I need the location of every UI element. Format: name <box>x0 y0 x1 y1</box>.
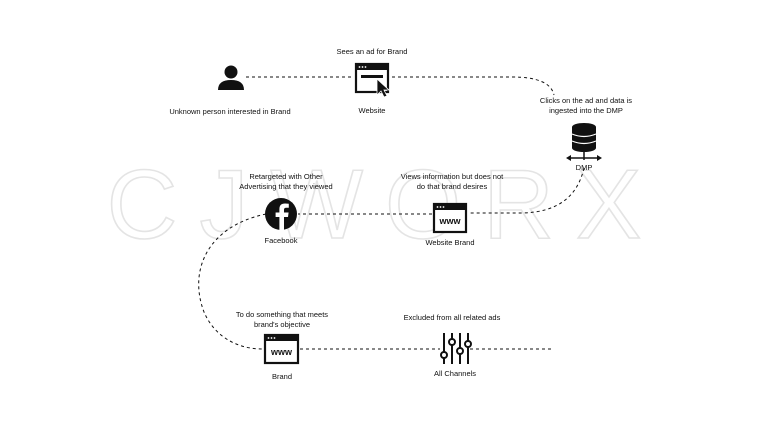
channels-caption: Excluded from all related ads <box>403 313 501 322</box>
www-text: www <box>438 216 461 226</box>
brand-caption: To do something that meets brand's objec… <box>235 310 329 329</box>
watermark-text: CJWORX <box>107 160 664 250</box>
browser-cursor-icon <box>354 62 391 98</box>
watermark: CJWORX <box>106 160 664 250</box>
website-brand-caption: Views information but does not do that b… <box>400 172 504 191</box>
sliders-icon <box>440 333 472 364</box>
facebook-caption: Retargeted with Other Advertising that t… <box>239 172 333 191</box>
connectors <box>198 76 585 350</box>
www-browser-icon-brand: www <box>263 333 300 365</box>
person-label: Unknown person interested in Brand <box>169 107 291 116</box>
website-brand-label: Website Brand <box>425 238 475 247</box>
facebook-label: Facebook <box>264 236 298 245</box>
person-icon <box>218 65 244 90</box>
dmp-caption: Clicks on the ad and data is ingested in… <box>539 96 633 115</box>
channels-label: All Channels <box>433 369 477 378</box>
brand-label: Brand <box>271 372 292 381</box>
connector-dmp-website-brand <box>468 167 585 214</box>
dmp-label: DMP <box>575 163 593 172</box>
connector-website-dmp <box>392 76 555 96</box>
website-caption: Sees an ad for Brand <box>336 47 408 56</box>
website-label: Website <box>358 106 386 115</box>
database-icon <box>566 123 602 161</box>
www-text: www <box>270 347 293 357</box>
www-browser-icon-website-brand: www <box>432 202 468 234</box>
facebook-icon <box>265 198 297 230</box>
